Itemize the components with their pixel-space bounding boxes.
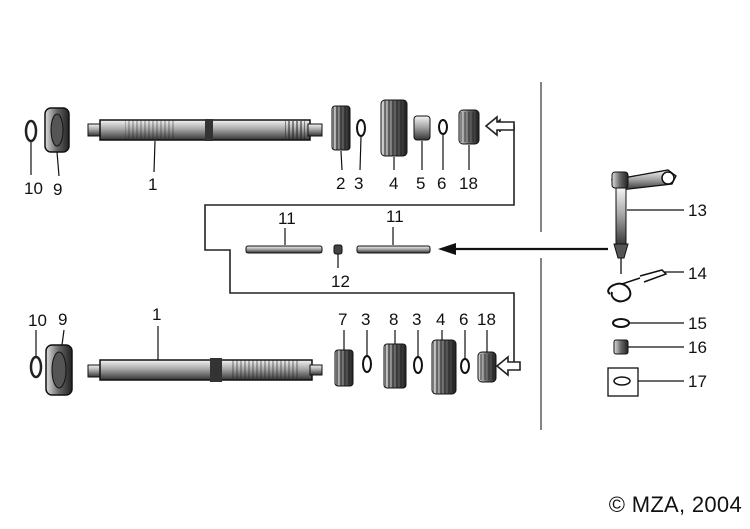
part-16-bushing bbox=[613, 339, 629, 355]
part-3-washer-top bbox=[356, 119, 366, 137]
part-14-spring bbox=[607, 269, 668, 303]
label-side-15: 15 bbox=[688, 314, 707, 333]
part-6-washer-bottom bbox=[460, 358, 470, 374]
label-bot-4: 4 bbox=[436, 310, 445, 329]
label-bot-7: 7 bbox=[338, 310, 347, 329]
label-bot-9: 9 bbox=[58, 310, 67, 329]
label-mid-12: 12 bbox=[331, 272, 350, 291]
part-18-bearing-bottom bbox=[477, 351, 497, 383]
label-bot-1: 1 bbox=[152, 305, 161, 324]
label-top-4: 4 bbox=[389, 174, 398, 193]
label-top-2: 2 bbox=[336, 174, 345, 193]
part-11-rod-left bbox=[245, 245, 323, 254]
part-3-washer-bottom-a bbox=[362, 355, 372, 373]
part-3-washer-bottom-b bbox=[413, 356, 423, 374]
leader-lines-side bbox=[627, 209, 684, 382]
bottom-shaft-assembly: 10 9 1 7 3 8 3 4 6 18 bbox=[28, 305, 497, 396]
copyright-notice: © MZA, 2004 bbox=[608, 492, 742, 517]
part-13-lever bbox=[610, 169, 677, 274]
leader-lines-bottom bbox=[35, 326, 488, 360]
label-top-1: 1 bbox=[148, 175, 157, 194]
label-side-16: 16 bbox=[688, 338, 707, 357]
selector-lever-assembly: 13 14 15 16 17 bbox=[607, 169, 707, 397]
part-9-bearing-bottom bbox=[45, 344, 73, 396]
label-top-10: 10 bbox=[24, 179, 43, 198]
part-10-circlip-bottom bbox=[29, 355, 43, 379]
leader-lines-top bbox=[30, 135, 470, 177]
part-9-bearing-top bbox=[44, 107, 70, 153]
label-bot-8: 8 bbox=[389, 310, 398, 329]
label-bot-3a: 3 bbox=[361, 310, 370, 329]
part-11-rod-right bbox=[356, 245, 431, 254]
part-5-sleeve-top bbox=[413, 115, 431, 141]
part-2-gear-top bbox=[331, 105, 351, 151]
part-12-ball bbox=[333, 244, 343, 255]
part-8-gear-bottom bbox=[383, 343, 407, 389]
label-top-9: 9 bbox=[53, 180, 62, 199]
part-10-circlip-top bbox=[24, 119, 38, 143]
part-4-gear-bottom bbox=[431, 339, 457, 395]
part-7-gear-bottom bbox=[334, 349, 354, 387]
part-1-shaft-bottom bbox=[87, 358, 323, 382]
part-18-bearing-top bbox=[458, 109, 480, 145]
label-bot-3b: 3 bbox=[412, 310, 421, 329]
label-side-13: 13 bbox=[688, 201, 707, 220]
label-top-5: 5 bbox=[416, 174, 425, 193]
part-17-plate bbox=[607, 367, 639, 397]
part-15-washer bbox=[612, 318, 630, 328]
insertion-arrow bbox=[438, 243, 608, 255]
flow-arrows bbox=[484, 115, 521, 377]
part-1-shaft-top bbox=[87, 119, 323, 141]
middle-rod-assembly: 11 11 12 bbox=[245, 207, 608, 291]
part-6-washer-top bbox=[438, 119, 448, 135]
label-top-3: 3 bbox=[354, 174, 363, 193]
label-mid-11b: 11 bbox=[386, 207, 404, 226]
top-shaft-assembly: 10 9 1 2 3 4 5 6 18 bbox=[24, 99, 480, 199]
label-bot-10: 10 bbox=[28, 311, 47, 330]
label-side-17: 17 bbox=[688, 372, 707, 391]
label-side-14: 14 bbox=[688, 264, 707, 283]
label-top-6: 6 bbox=[437, 174, 446, 193]
label-mid-11a: 11 bbox=[278, 209, 296, 228]
part-4-gear-top bbox=[380, 99, 408, 157]
assembly-flow-lines bbox=[204, 118, 515, 367]
label-top-18: 18 bbox=[459, 174, 478, 193]
label-bot-18: 18 bbox=[477, 310, 496, 329]
label-bot-6: 6 bbox=[459, 310, 468, 329]
